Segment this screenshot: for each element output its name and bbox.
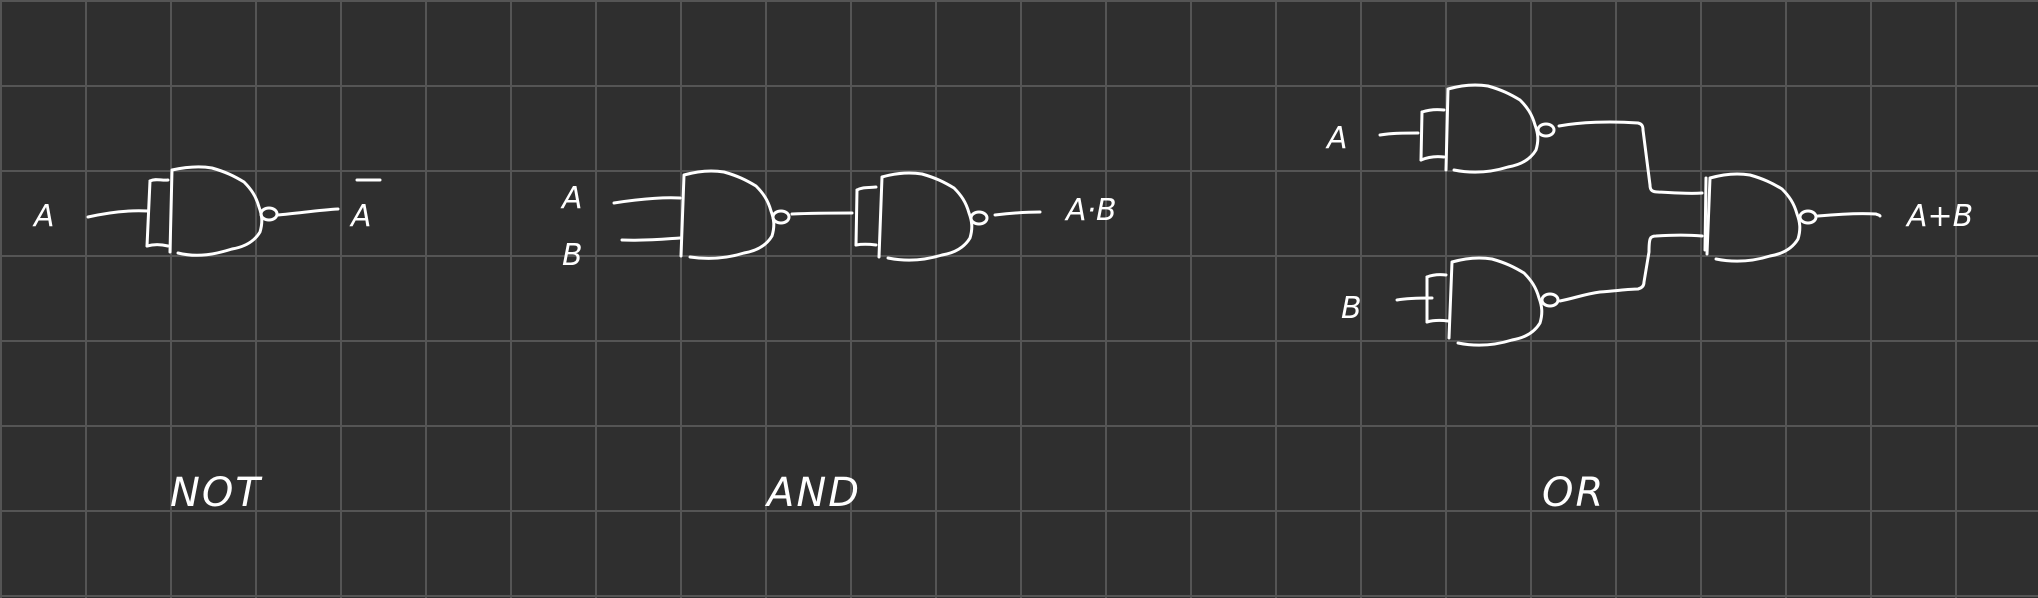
or-bottom-to-final-wire (1558, 233, 1704, 303)
or-top-bus-tick-top (1420, 108, 1446, 114)
and-second-nand-gate (877, 171, 974, 262)
and-input-b-wire (620, 236, 682, 242)
and-input-b-label: B (562, 238, 583, 273)
or-top-bus-tick-bottom (1419, 155, 1446, 162)
or-bottom-bus-tick-bottom (1425, 318, 1450, 324)
or-final-nand-gate (1705, 172, 1802, 263)
and-first-nand-gate (679, 169, 776, 260)
and-first-inversion-bubble (771, 209, 791, 225)
or-final-inversion-bubble (1798, 209, 1818, 225)
and-caption: AND (764, 470, 861, 516)
not-bus-tick-top (148, 178, 170, 183)
or-output-label: A+B (1905, 199, 1973, 234)
not-input-label: A (32, 199, 55, 234)
not-input-bus (145, 179, 152, 248)
and-second-inversion-bubble (969, 210, 989, 226)
and-link-wire (790, 211, 854, 216)
or-input-a-wire (1378, 131, 1420, 137)
or-input-b-wire (1395, 296, 1434, 302)
not-bus-tick-bottom (145, 243, 170, 248)
or-bottom-inversion-bubble (1540, 292, 1560, 308)
or-input-a-label: A (1325, 121, 1348, 156)
and-input-a-wire (612, 196, 682, 205)
or-final-bus (1703, 176, 1708, 252)
or-caption: OR (1542, 470, 1605, 516)
or-output-wire (1816, 212, 1882, 218)
and-second-bus (854, 188, 859, 247)
or-bottom-bus-tick-top (1425, 273, 1448, 279)
or-input-b-label: B (1341, 291, 1362, 326)
not-input-wire (86, 209, 150, 219)
not-caption: NOT (170, 470, 263, 516)
or-bottom-nand-gate (1447, 256, 1544, 347)
or-top-bus (1419, 110, 1424, 162)
and-input-a-label: A (560, 181, 583, 216)
not-output-wire (276, 207, 340, 217)
not-circuit: A A NOT (32, 165, 382, 516)
not-nand-gate (168, 165, 264, 257)
or-circuit: A B A+B OR (1325, 83, 1973, 516)
or-top-nand-gate (1444, 83, 1540, 174)
and-second-bus-tick-bottom (854, 242, 878, 247)
not-output-label: A (349, 199, 372, 234)
and-circuit: A B A·B AND (560, 169, 1117, 516)
and-output-wire (993, 210, 1042, 217)
and-second-bus-tick-top (855, 185, 878, 192)
and-output-label: A·B (1064, 193, 1117, 228)
or-top-inversion-bubble (1536, 122, 1556, 138)
or-top-to-final-wire (1557, 120, 1704, 195)
